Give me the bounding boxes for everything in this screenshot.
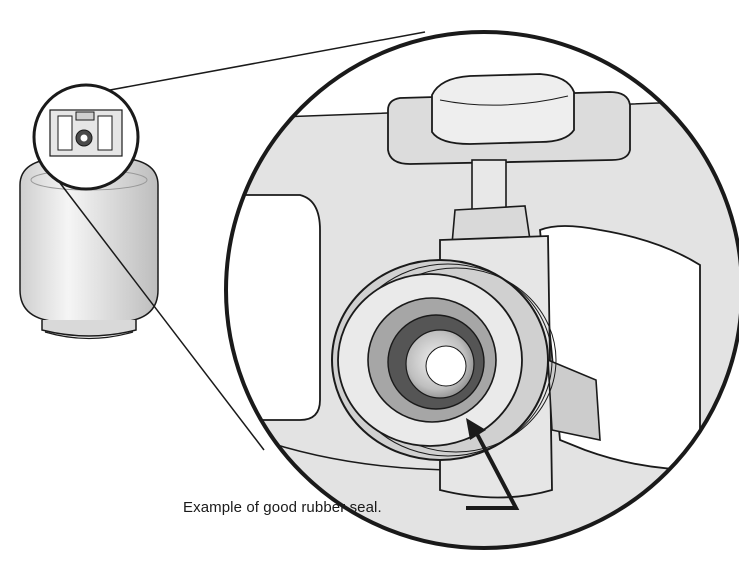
seal-caption: Example of good rubber seal.	[183, 499, 382, 516]
propane-tank	[19, 157, 159, 340]
rubber-seal	[387, 314, 485, 410]
magnified-valve-view	[224, 30, 739, 550]
small-magnifier-circle	[32, 83, 140, 191]
seal-pointer-arrow	[466, 418, 520, 510]
zoom-connector-lines	[59, 31, 426, 451]
